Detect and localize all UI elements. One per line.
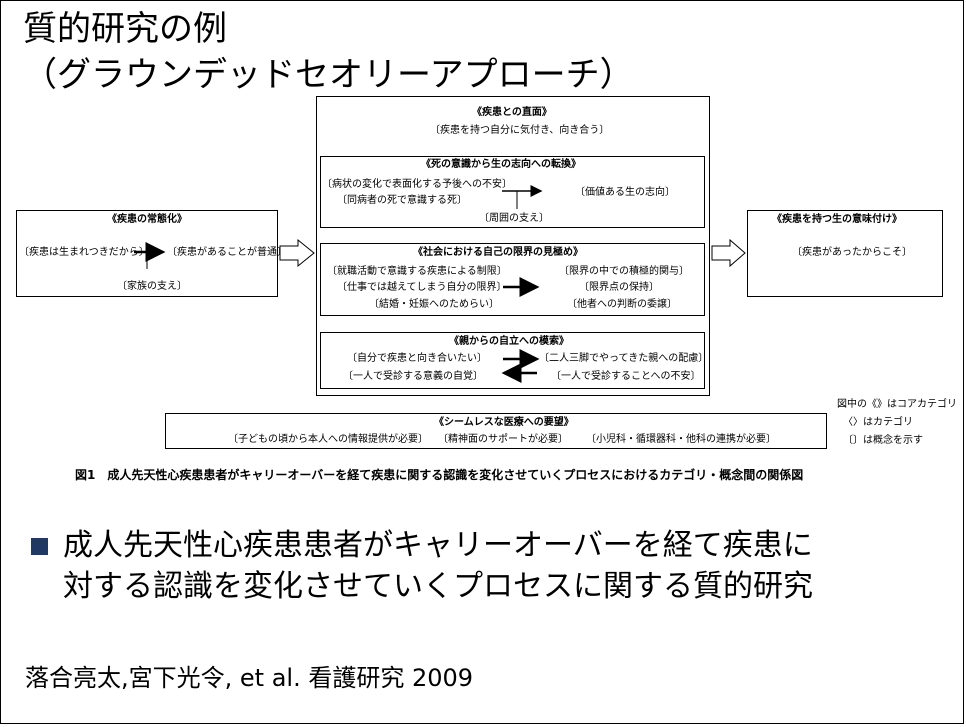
section1-left1: 〔病状の変化で表面化する予後への不安〕	[322, 179, 512, 190]
legend-line1: 図中の《》はコアカテゴリ	[837, 399, 957, 410]
section1-heading: 《死の意識から生の志向への転換》	[421, 159, 581, 170]
section2-heading: 《社会における自己の限界の見極め》	[413, 247, 583, 258]
bullet-square-icon	[31, 538, 48, 555]
bottom-box-item3: 〔小児科・循環器科・他科の連携が必要〕	[586, 434, 776, 445]
slide-title-line2: （グラウンデッドセオリーアプローチ）	[23, 55, 634, 95]
section2-right1: 〔限界の中での積極的関与〕	[559, 266, 689, 277]
legend-line2: 〈〉はカテゴリ	[843, 417, 913, 428]
bottom-box-heading: 《シームレスな医療への要望》	[434, 417, 574, 428]
left-box-item2: 〔疾患があることが普通〕	[167, 247, 287, 258]
section1-bottom: 〔周囲の支え〕	[479, 213, 549, 224]
section1-left2: 〔同病者の死で意識する死〕	[337, 195, 467, 206]
left-category-box: 《疾患の常態化》 〔疾患は生まれつきだから〕 〔疾患があることが普通〕 〔家族の…	[16, 210, 287, 297]
section-social-limits: 《社会における自己の限界の見極め》 〔就職活動で意識する疾患による制限〕 〔仕事…	[320, 243, 705, 316]
section2-right2: 〔限界点の保持〕	[579, 282, 659, 293]
citation: 落合亮太,宮下光令, et al. 看護研究 2009	[25, 664, 474, 692]
right-box-heading: 《疾患を持つ生の意味付け》	[772, 214, 902, 225]
section2-left3: 〔結婚・妊娠へのためらい〕	[369, 299, 499, 310]
section2-left2: 〔仕事では越えてしまう自分の限界〕	[337, 282, 507, 293]
bullet-text-line1: 成人先天性心疾患患者がキャリーオーバーを経て疾患に	[63, 528, 813, 563]
left-box-item3: 〔家族の支え〕	[117, 281, 187, 292]
section3-right1: 〔二人三脚でやってきた親への配慮〕	[539, 353, 709, 364]
left-box-heading: 《疾患の常態化》	[107, 214, 187, 225]
center-heading: 《疾患との直面》	[472, 107, 552, 118]
section1-right1: 〔価値ある生の志向〕	[575, 187, 675, 198]
legend-line3: 〔〕は概念を示す	[843, 435, 923, 446]
bullet-text-line2: 対する認識を変化させていくプロセスに関する質的研究	[63, 569, 813, 604]
section2-right3: 〔他者への判断の委譲〕	[567, 299, 677, 310]
left-box-item1: 〔疾患は生まれつきだから〕	[19, 247, 149, 258]
figure-caption: 図1 成人先天性心疾患患者がキャリーオーバーを経て疾患に関する認識を変化させてい…	[75, 468, 804, 482]
block-arrow-left-to-center	[279, 238, 315, 268]
right-category-box: 《疾患を持つ生の意味付け》 〔疾患があったからこそ〕	[747, 210, 943, 297]
block-arrow-center-to-right	[711, 238, 746, 268]
section3-heading: 《親からの自立への模索》	[449, 336, 569, 347]
bottom-box-item1: 〔子どもの頃から本人への情報提供が必要〕	[228, 434, 428, 445]
section2-left1: 〔就職活動で意識する疾患による制限〕	[327, 266, 507, 277]
section3-right2: 〔一人で受診することへの不安〕	[551, 371, 701, 382]
bottom-category-box: 《シームレスな医療への要望》 〔子どもの頃から本人への情報提供が必要〕 〔精神面…	[165, 413, 827, 449]
slide-title-line1: 質的研究の例	[23, 9, 227, 49]
center-subheading: 〔疾患を持つ自分に気付き、向き合う〕	[430, 125, 610, 136]
section3-left1: 〔自分で疾患と向き合いたい〕	[347, 353, 487, 364]
section-death-to-life: 《死の意識から生の志向への転換》 〔病状の変化で表面化する予後への不安〕 〔同病…	[320, 156, 705, 228]
section3-left2: 〔一人で受診する意義の自覚〕	[343, 371, 483, 382]
right-box-item1: 〔疾患があったからこそ〕	[792, 247, 912, 258]
bottom-box-item2: 〔精神面のサポートが必要〕	[438, 434, 568, 445]
